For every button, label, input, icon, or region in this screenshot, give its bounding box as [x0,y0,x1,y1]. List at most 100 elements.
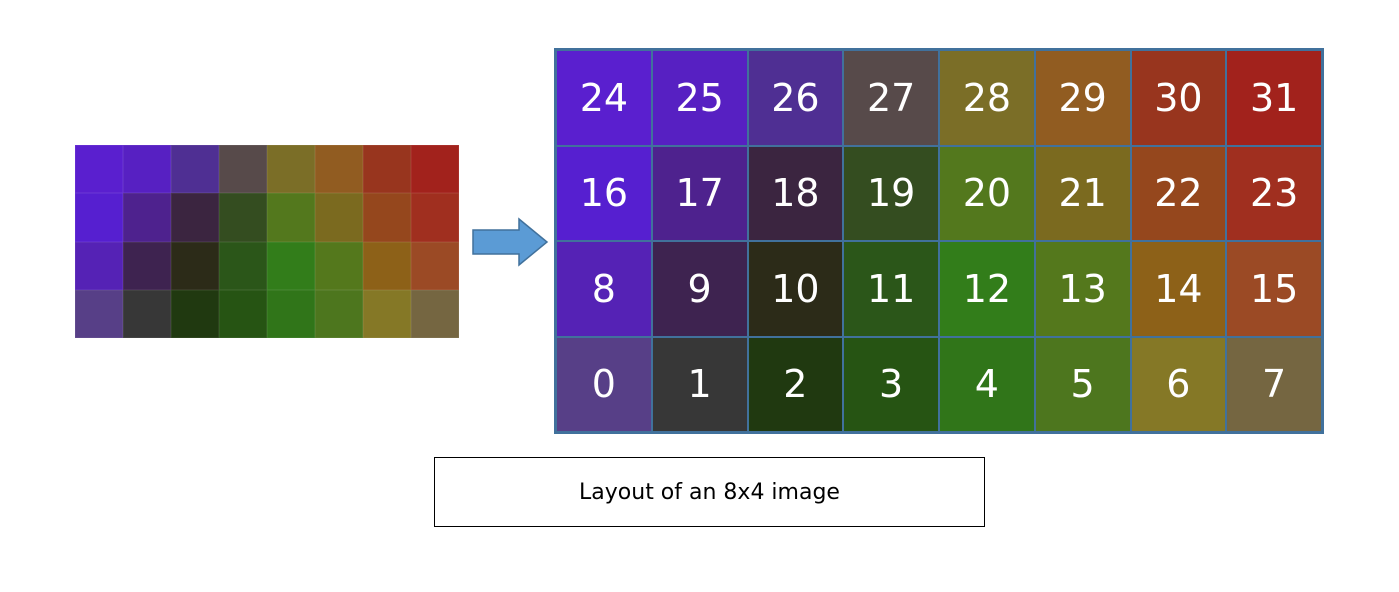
pixel-index-label: 2 [783,362,808,407]
pixel-index-label: 7 [1262,362,1287,407]
pixel-index-label: 15 [1249,266,1299,311]
caption-text: Layout of an 8x4 image [579,479,840,505]
pixel-index-label: 28 [962,75,1012,120]
pixel-index-label: 31 [1249,75,1299,120]
pixel-cell: 20 [939,145,1035,241]
thumbnail-pixel [171,289,219,338]
pixel-index-label: 6 [1166,362,1191,407]
thumbnail-image-grid [75,145,459,338]
pixel-cell: 19 [843,145,939,241]
pixel-cell: 31 [1226,50,1322,146]
pixel-cell: 9 [651,241,748,337]
pixel-index-label: 26 [771,75,820,120]
pixel-cell: 22 [1130,145,1227,241]
pixel-index-label: 9 [687,266,712,311]
pixel-index-label: 8 [591,266,616,311]
pixel-index-label: 29 [1058,75,1107,120]
thumbnail-pixel [171,241,219,290]
pixel-cell: 11 [843,241,939,337]
thumbnail-pixel [219,289,267,338]
pixel-index-label: 18 [771,171,820,216]
pixel-index-label: 11 [866,266,916,311]
thumbnail-pixel [219,241,267,290]
pixel-cell: 15 [1226,241,1322,337]
thumbnail-pixel [219,145,267,194]
pixel-cell: 21 [1034,145,1131,241]
pixel-index-label: 10 [771,266,820,311]
pixel-index-label: 21 [1058,171,1107,216]
pixel-cell: 26 [747,50,844,146]
thumbnail-pixel [315,145,363,194]
pixel-index-label: 25 [675,75,724,120]
pixel-index-label: 5 [1070,362,1095,407]
thumbnail-pixel [315,241,363,290]
pixel-index-label: 14 [1154,266,1203,311]
thumbnail-pixel [363,241,411,290]
pixel-index-label: 27 [866,75,916,120]
pixel-cell: 12 [939,241,1035,337]
pixel-cell: 8 [556,241,652,337]
pixel-cell: 0 [556,336,652,432]
thumbnail-pixel [123,145,171,194]
pixel-cell: 3 [843,336,939,432]
thumbnail-pixel [411,289,459,338]
pixel-cell: 18 [747,145,844,241]
thumbnail-pixel [363,289,411,338]
thumbnail-pixel [363,193,411,242]
thumbnail-pixel [411,145,459,194]
thumbnail-pixel [75,145,123,194]
pixel-index-label: 4 [974,362,999,407]
pixel-cell: 5 [1034,336,1131,432]
pixel-cell: 2 [747,336,844,432]
pixel-cell: 28 [939,50,1035,146]
thumbnail-pixel [267,289,315,338]
caption-box: Layout of an 8x4 image [434,457,985,527]
thumbnail-pixel [267,145,315,194]
thumbnail-pixel [75,193,123,242]
pixel-index-label: 17 [675,171,724,216]
pixel-index-label: 20 [962,171,1012,216]
pixel-index-label: 13 [1058,266,1107,311]
pixel-index-label: 19 [866,171,916,216]
thumbnail-pixel [267,241,315,290]
thumbnail-pixel [171,145,219,194]
pixel-cell: 1 [651,336,748,432]
thumbnail-pixel [411,193,459,242]
right-arrow-icon [472,217,549,267]
thumbnail-pixel [315,193,363,242]
pixel-cell: 23 [1226,145,1322,241]
pixel-cell: 4 [939,336,1035,432]
pixel-cell: 30 [1130,50,1227,146]
pixel-index-label: 0 [591,362,616,407]
pixel-index-label: 30 [1154,75,1203,120]
pixel-cell: 7 [1226,336,1322,432]
thumbnail-pixel [75,241,123,290]
thumbnail-pixel [171,193,219,242]
thumbnail-pixel [315,289,363,338]
thumbnail-pixel [123,289,171,338]
thumbnail-pixel [363,145,411,194]
pixel-index-label: 12 [962,266,1012,311]
pixel-cell: 6 [1130,336,1227,432]
thumbnail-pixel [267,193,315,242]
pixel-index-label: 23 [1249,171,1299,216]
pixel-cell: 24 [556,50,652,146]
pixel-cell: 10 [747,241,844,337]
pixel-cell: 16 [556,145,652,241]
pixel-index-label: 22 [1154,171,1203,216]
thumbnail-pixel [123,241,171,290]
pixel-cell: 27 [843,50,939,146]
pixel-cell: 25 [651,50,748,146]
pixel-cell: 29 [1034,50,1131,146]
thumbnail-pixel [123,193,171,242]
pixel-cell: 17 [651,145,748,241]
thumbnail-pixel [411,241,459,290]
pixel-cell: 14 [1130,241,1227,337]
pixel-index-label: 16 [579,171,629,216]
pixel-index-label: 1 [687,362,712,407]
pixel-index-label: 24 [579,75,629,120]
pixel-index-label: 3 [879,362,904,407]
thumbnail-pixel [219,193,267,242]
thumbnail-pixel [75,289,123,338]
